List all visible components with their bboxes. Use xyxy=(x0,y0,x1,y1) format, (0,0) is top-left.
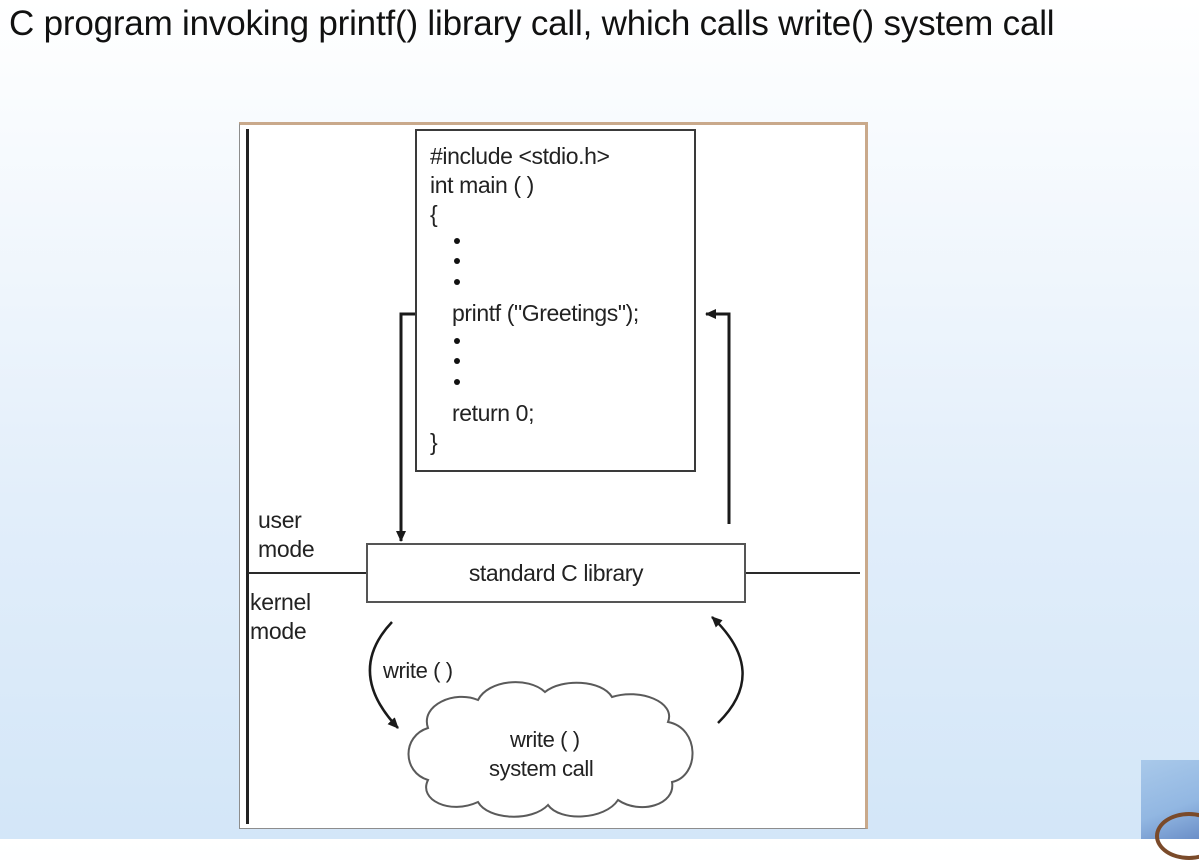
frame-inner-edge xyxy=(246,129,249,824)
write-call-arrow xyxy=(368,621,399,729)
write-call-label: write ( ) xyxy=(383,658,453,683)
library-label: standard C library xyxy=(468,559,644,586)
code-open-brace: { xyxy=(430,201,438,227)
code-include-line: #include <stdio.h> xyxy=(430,143,610,169)
ellipsis-dot xyxy=(454,238,460,244)
ellipsis-dot xyxy=(454,258,460,264)
kernel-mode-label: kernel mode xyxy=(250,589,311,644)
standard-c-library-box: standard C library xyxy=(366,543,746,603)
code-return-line: return 0; xyxy=(452,400,535,426)
syscall-label-line2: system call xyxy=(489,756,594,781)
ellipsis-dot xyxy=(454,358,460,364)
code-printf-line: printf ("Greetings"); xyxy=(452,300,639,326)
swirl-graphic xyxy=(1155,812,1199,860)
code-close-brace: } xyxy=(430,429,438,455)
syscall-label-line1: write ( ) xyxy=(510,727,580,752)
ellipsis-dot xyxy=(454,338,460,344)
ellipsis-dot xyxy=(454,379,460,385)
library-return-arrow xyxy=(705,309,731,524)
code-main-line: int main ( ) xyxy=(430,172,534,198)
code-box xyxy=(415,129,696,472)
user-mode-label: user mode xyxy=(258,507,315,562)
syscall-return-arrow xyxy=(711,616,744,724)
connector-layer xyxy=(248,309,860,818)
corner-decoration-image xyxy=(1141,760,1199,860)
syscall-cloud xyxy=(407,681,694,818)
ellipsis-dot xyxy=(454,279,460,285)
slide-title: C program invoking printf() library call… xyxy=(9,4,1055,43)
